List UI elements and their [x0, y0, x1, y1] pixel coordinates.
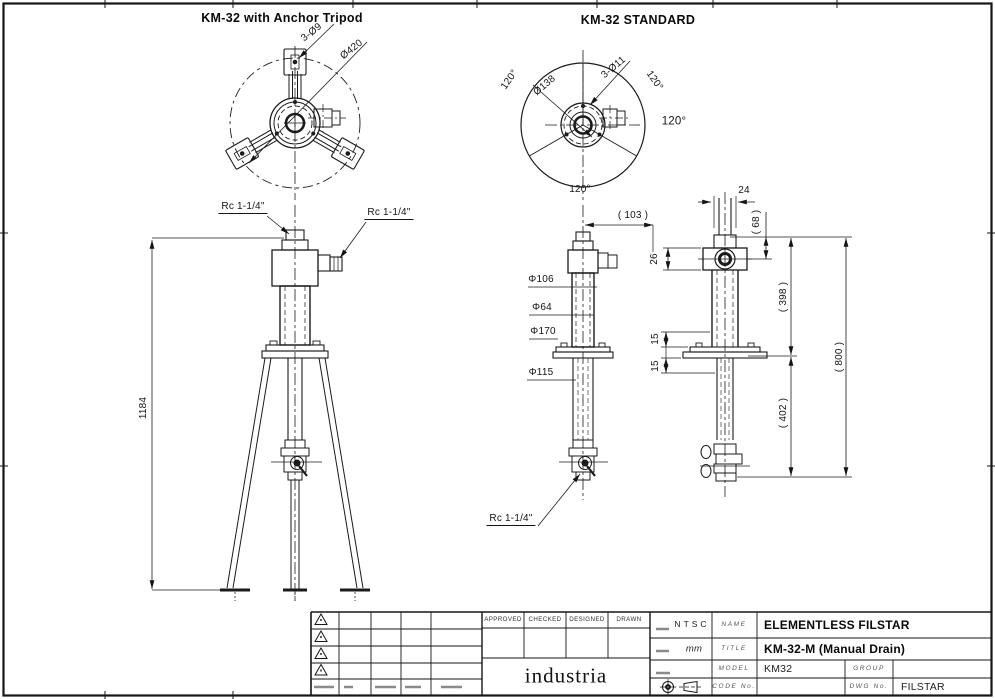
dim-dia-lower: Φ115 — [528, 367, 554, 378]
right-top-view — [520, 50, 646, 200]
model-label: MODEL — [718, 664, 750, 672]
side-view — [682, 192, 768, 497]
side-view-dimensions — [661, 196, 852, 478]
dim-inlet-thread: Rc 1-1/4" — [218, 202, 268, 214]
title-block-grid — [310, 611, 991, 696]
dim-dia-flange: Φ170 — [530, 326, 556, 337]
dim-drain-thread: Rc 1-1/4" — [486, 514, 536, 526]
dim-port-offset: ( 103 ) — [617, 210, 649, 221]
drawing-title: KM-32-M (Manual Drain) — [764, 642, 906, 656]
dwg-no-value: FILSTAR — [901, 680, 945, 693]
designed-header: DESIGNED — [569, 615, 605, 623]
dim-dia-body: Φ106 — [528, 274, 554, 285]
dim-port-height: ( 68 ) — [751, 209, 762, 235]
dim-upper-length: ( 398 ) — [778, 281, 789, 313]
projection-symbol-icon — [660, 679, 702, 695]
approved-header: APPROVED — [484, 615, 522, 623]
dim-lower-length: ( 402 ) — [778, 397, 789, 429]
name-label: NAME — [721, 620, 747, 628]
dim-dia-element: Φ64 — [532, 302, 552, 313]
code-no-label: CODE No. — [712, 682, 756, 690]
center-front-view — [527, 205, 654, 527]
dim-tripod-height: 1184 — [138, 396, 149, 420]
right-view-title: KM-32 STANDARD — [580, 12, 696, 27]
dim-flange-lower: 15 — [650, 360, 661, 372]
dim-total-length: ( 800 ) — [834, 341, 845, 373]
dim-flange-upper: 15 — [650, 333, 661, 345]
title-label: TITLE — [721, 644, 747, 652]
company-name: industria — [524, 663, 608, 688]
dim-outlet-thread: Rc 1-1/4" — [364, 208, 414, 220]
dim-angle-right: 120° — [661, 115, 687, 128]
dim-angle-bottom: 120° — [569, 184, 591, 195]
units-label: mm — [685, 643, 703, 655]
product-name: ELEMENTLESS FILSTAR — [764, 618, 910, 632]
left-top-view — [224, 23, 368, 200]
model-value: KM32 — [764, 662, 793, 675]
standard-code: NTSC — [674, 618, 710, 629]
drawn-header: DRAWN — [616, 615, 642, 623]
group-label: GROUP — [853, 664, 885, 672]
left-view-title: KM-32 with Anchor Tripod — [201, 10, 363, 25]
dim-port-block: 26 — [649, 253, 660, 265]
dwg-no-label: DWG No. — [849, 682, 889, 690]
left-front-view — [149, 205, 370, 604]
checked-header: CHECKED — [528, 615, 562, 623]
dim-pipe-width: 24 — [738, 185, 750, 196]
revision-triangle-icon — [314, 612, 328, 676]
